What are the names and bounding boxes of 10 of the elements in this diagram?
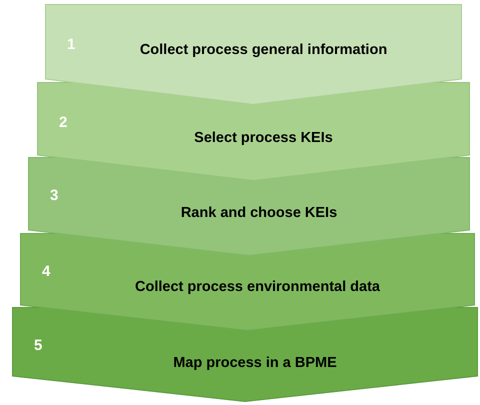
- step-number: 4: [42, 263, 50, 280]
- step-number: 3: [50, 187, 58, 204]
- step-label: Rank and choose KEIs: [180, 205, 338, 221]
- step-label: Collect process environmental data: [134, 279, 381, 295]
- step-number: 1: [67, 36, 76, 53]
- step-label: Select process KEIs: [193, 130, 334, 146]
- step-label: Collect process general information: [138, 42, 388, 58]
- step-number: 5: [34, 337, 42, 354]
- step-label: Map process in a BPME: [172, 355, 338, 371]
- step-number: 2: [59, 114, 68, 131]
